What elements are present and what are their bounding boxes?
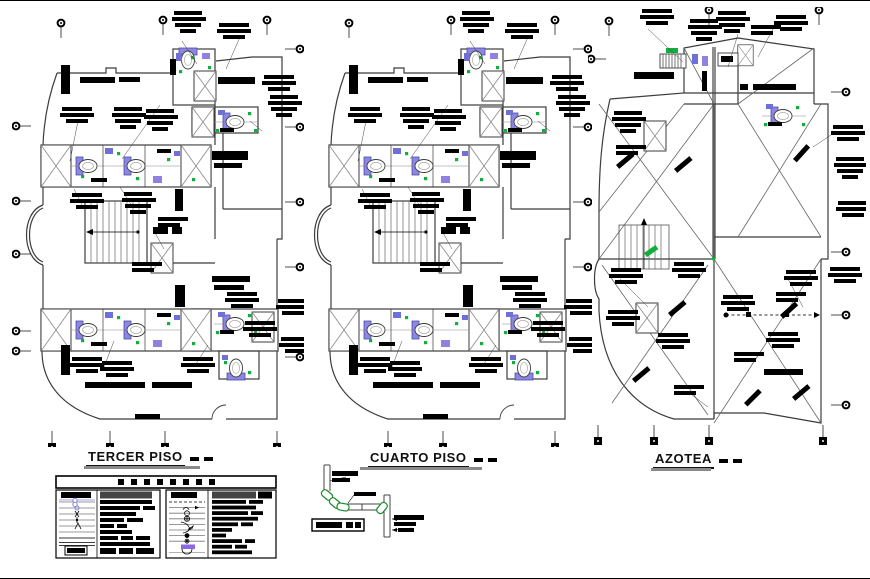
detail-label-box: [311, 518, 365, 532]
dimension-markers: [588, 7, 851, 445]
pipe-detail-sketch: [311, 464, 424, 538]
legend-desc-left: [100, 500, 155, 546]
legend-meter-box: [64, 545, 154, 556]
leader-lines: [619, 26, 832, 408]
pipes: [323, 464, 391, 538]
legend-table: [55, 475, 277, 559]
plan-title-text: TERCER PISO: [86, 449, 185, 467]
title-dash: [487, 458, 497, 462]
pipe-elbows: [320, 489, 388, 515]
legend-panel-left: [55, 489, 161, 559]
legend-symbols-left: [59, 497, 95, 530]
legend-desc-right: [212, 500, 263, 555]
plan-title-text: AZOTEA: [653, 451, 715, 469]
title-dash: [189, 457, 199, 461]
legend-symbols-right: [180, 505, 199, 555]
plan-title-tercer-piso: TERCER PISO: [86, 448, 213, 467]
annotation-blocks: [332, 471, 424, 532]
drain-dashed-line: [723, 312, 820, 318]
title-underline-gray: [360, 467, 482, 470]
walls: [593, 37, 829, 424]
title-dash: [473, 458, 483, 462]
legend-panel-right: [165, 489, 277, 559]
duct-shafts: [635, 44, 754, 334]
plan-cuarto-piso: [300, 9, 592, 447]
title-underline-gray: [84, 466, 200, 469]
title-dash: [733, 459, 743, 463]
annotation-blocks: [606, 9, 866, 407]
title-dash: [203, 457, 213, 461]
legend-header: [55, 475, 277, 489]
plan-title-azotea: AZOTEA: [653, 450, 743, 469]
plan-tercer-piso: [12, 9, 304, 447]
legend-title-blocks: [118, 479, 215, 485]
stairs: [618, 218, 670, 270]
title-underline-gray: [651, 468, 711, 471]
title-dash: [719, 459, 729, 463]
rooftop-fixtures: [644, 48, 806, 261]
plan-azotea: [588, 7, 866, 445]
